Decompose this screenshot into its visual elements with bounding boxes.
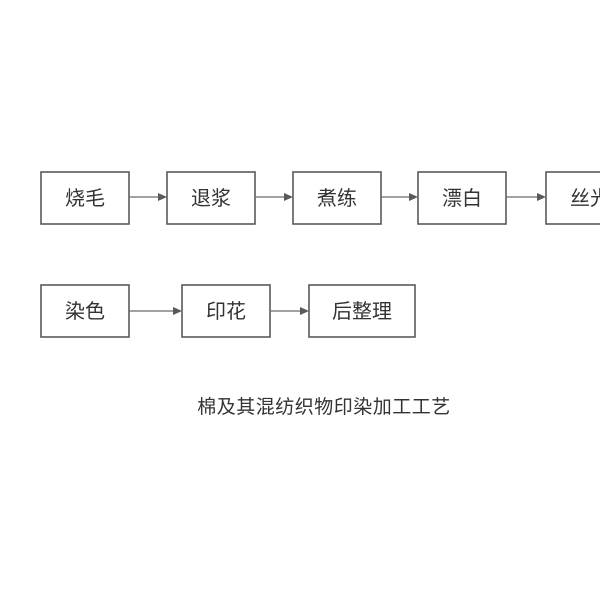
step-label-houzhengli: 后整理: [332, 299, 392, 323]
step-label-siguang: 丝光: [570, 186, 600, 210]
step-ranse: 染色: [40, 284, 130, 338]
arrow-zhulian-to-piaobai: [381, 193, 418, 201]
arrow-ranse-to-yinhua: [129, 307, 182, 315]
step-box-shaoshao: [40, 171, 130, 225]
arrow-tuijiang-to-zhulian: [255, 193, 293, 201]
arrow-yinhua-to-houzhengli: [270, 307, 309, 315]
step-box-houzhengli: [308, 284, 416, 338]
step-box-tuijiang: [166, 171, 256, 225]
arrow-shaoshao-to-tuijiang: [129, 193, 167, 201]
step-label-yinhua: 印花: [206, 299, 246, 323]
step-box-zhulian: [292, 171, 382, 225]
step-box-yinhua: [181, 284, 271, 338]
step-label-shaoshao: 烧毛: [65, 186, 105, 210]
diagram-caption: 棉及其混纺织物印染加工工艺: [197, 396, 451, 418]
step-label-tuijiang: 退浆: [191, 186, 231, 210]
arrow-piaobai-to-siguang: [506, 193, 546, 201]
step-box-piaobai: [417, 171, 507, 225]
step-houzhengli: 后整理: [308, 284, 416, 338]
step-label-piaobai: 漂白: [442, 186, 482, 210]
step-box-siguang: [545, 171, 600, 225]
step-piaobai: 漂白: [417, 171, 507, 225]
step-label-ranse: 染色: [65, 299, 105, 323]
step-shaoshao: 烧毛: [40, 171, 130, 225]
step-label-zhulian: 煮练: [317, 186, 357, 210]
step-siguang: 丝光: [545, 171, 600, 225]
step-yinhua: 印花: [181, 284, 271, 338]
step-zhulian: 煮练: [292, 171, 382, 225]
step-tuijiang: 退浆: [166, 171, 256, 225]
